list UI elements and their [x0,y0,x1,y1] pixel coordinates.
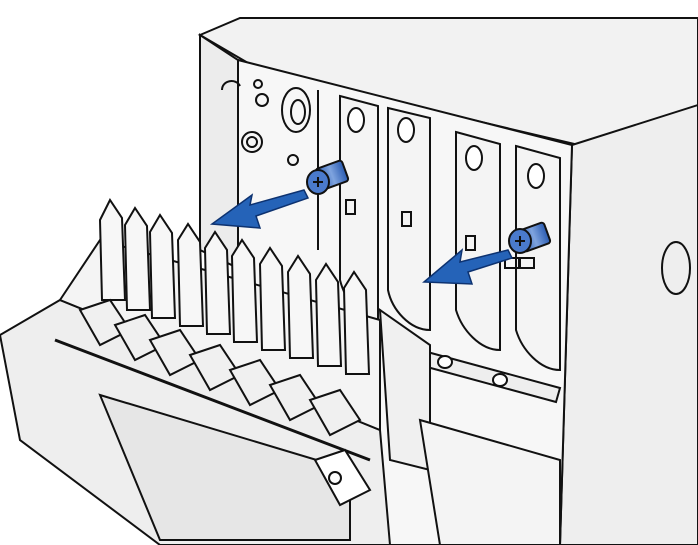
printer-right-panel [558,103,698,545]
left-thumbscrew [306,159,350,195]
right-panel-handle-slot [661,241,691,295]
door-guide-fins [98,198,371,375]
lower-rollers [378,307,562,545]
right-screw-arrow [422,248,514,285]
door-rod [54,338,371,462]
door-latch [313,448,372,507]
right-thumbscrew [508,221,552,254]
printer-left-side [199,33,239,270]
internal-slots [339,94,561,372]
door-lower-blocks [78,298,362,437]
slot-rollers [347,107,545,189]
door-recess [98,393,351,541]
left-screw-arrow [209,189,310,229]
